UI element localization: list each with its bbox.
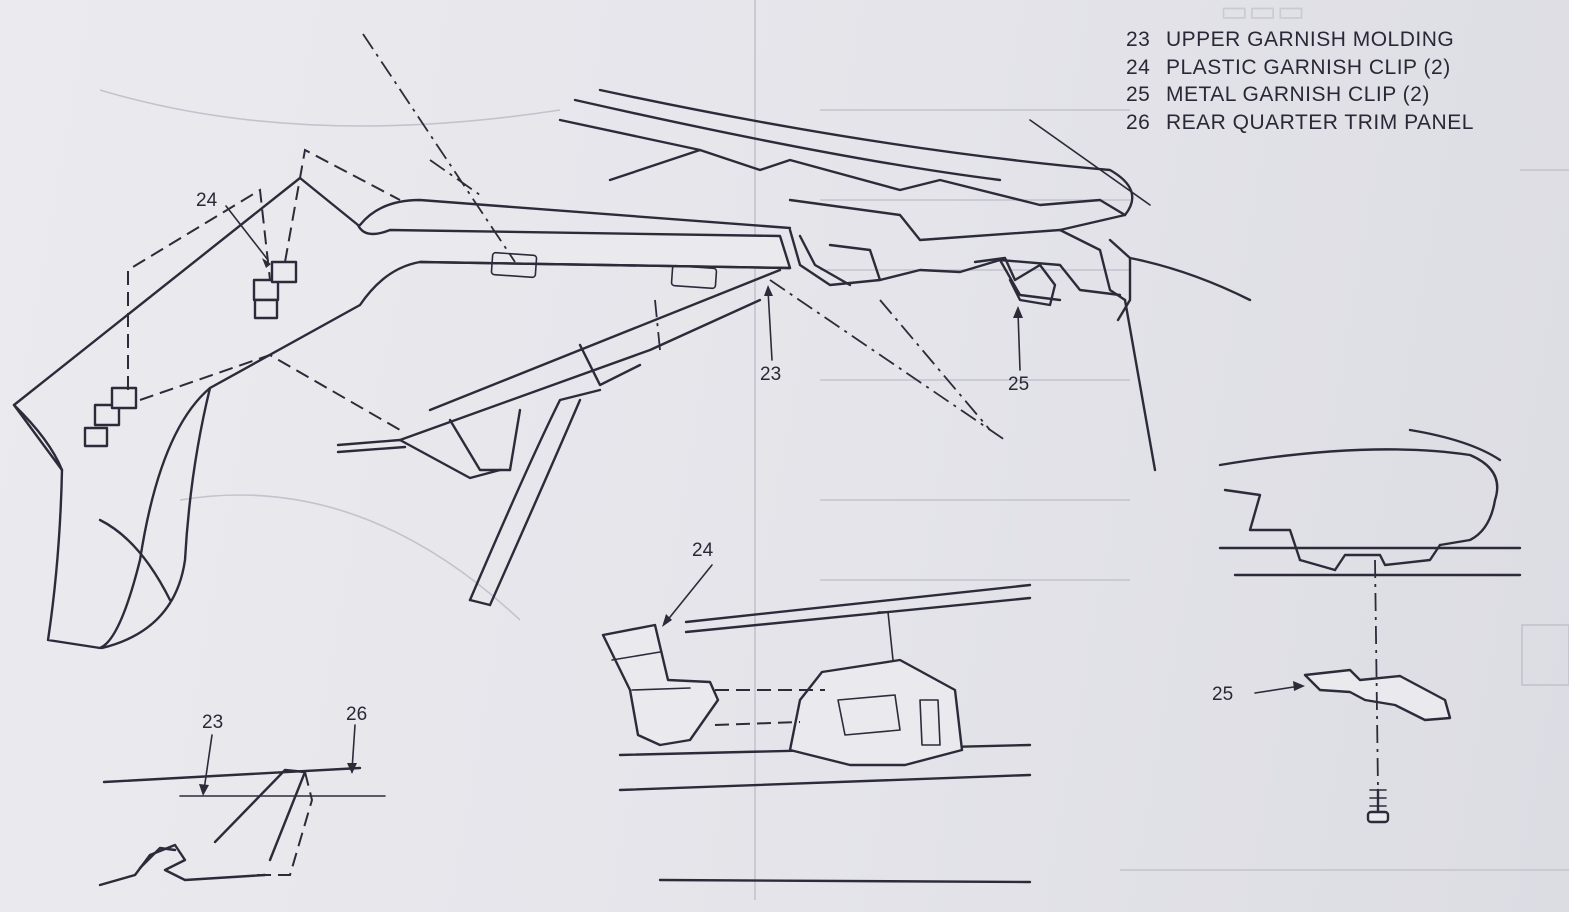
- molding-bracket-detail: [788, 658, 964, 767]
- parts-legend: 23 UPPER GARNISH MOLDING 24 PLASTIC GARNIS…: [1126, 26, 1474, 136]
- callout-25-main: 25: [1008, 374, 1030, 395]
- metal-clip-main: [973, 256, 1057, 307]
- rear-quarter-trim-panel: [12, 176, 792, 650]
- molding-slot: [490, 251, 538, 279]
- callout-26-section: 26: [346, 704, 368, 725]
- legend-item-label: METAL GARNISH CLIP (2): [1166, 83, 1430, 106]
- callout-24-main: 24: [196, 190, 218, 211]
- legend-item-label: PLASTIC GARNISH CLIP (2): [1166, 55, 1451, 79]
- legend-item-label: UPPER GARNISH MOLDING: [1166, 28, 1455, 51]
- plastic-clip-detail: [601, 623, 720, 747]
- plastic-clip-upper: [252, 260, 298, 320]
- legend-item-number: 26: [1126, 110, 1151, 134]
- callout-23-main: 23: [760, 364, 782, 385]
- screw-head: [1366, 810, 1390, 824]
- callout-24-detail: 24: [692, 540, 714, 561]
- legend-item-number: 23: [1126, 28, 1151, 51]
- legend-item: 23 UPPER GARNISH MOLDING: [1126, 26, 1474, 54]
- legend-item: 24 PLASTIC GARNISH CLIP (2): [1126, 54, 1474, 82]
- molding-slot: [670, 264, 718, 290]
- detail-metal-clip-25: [1218, 428, 1522, 824]
- legend-item-number: 24: [1126, 55, 1151, 79]
- upper-garnish-molding: [358, 88, 1252, 472]
- plastic-clip-lower: [83, 386, 138, 448]
- legend-item: 26 REAR QUARTER TRIM PANEL: [1126, 109, 1474, 137]
- bleed-through-text: ▭▭▭: [1220, 0, 1306, 28]
- callout-25-detail: 25: [1212, 684, 1234, 705]
- detail-plastic-clip-24: [601, 564, 1032, 884]
- main-assembly-view: [12, 33, 1252, 650]
- legend-item: 25 METAL GARNISH CLIP (2): [1126, 81, 1474, 109]
- legend-item-number: 25: [1126, 83, 1151, 106]
- legend-item-label: REAR QUARTER TRIM PANEL: [1166, 110, 1474, 134]
- section-view-23-26: [98, 724, 386, 887]
- callout-23-section: 23: [202, 712, 224, 733]
